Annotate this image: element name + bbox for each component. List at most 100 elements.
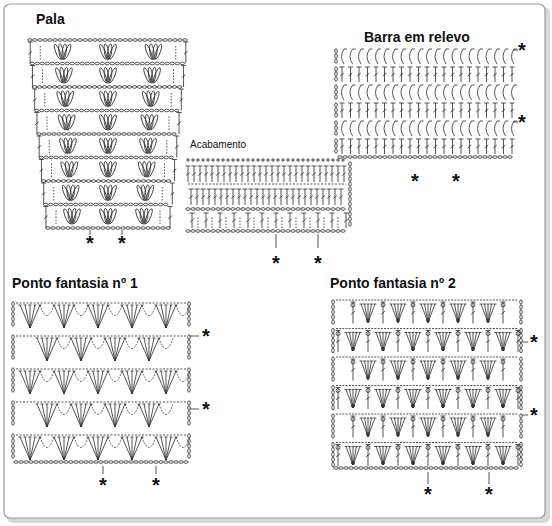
stitch-line	[382, 446, 385, 447]
stitch-line	[70, 338, 73, 339]
chain-stitch	[87, 86, 91, 89]
stitch-line	[127, 305, 132, 328]
chain-stitch	[494, 467, 498, 470]
stitch-line	[336, 173, 340, 176]
stitch-line	[502, 73, 506, 76]
chain-stitch	[155, 62, 159, 65]
chain-stitch	[188, 411, 191, 415]
stitch-line	[273, 196, 277, 199]
stitch-line	[339, 189, 344, 190]
chain-stitch	[196, 208, 200, 211]
stitch-line	[387, 85, 390, 86]
chain-stitch	[131, 180, 135, 183]
stitch-line	[16, 303, 186, 304]
chain-stitch	[335, 95, 338, 99]
stitch-line	[397, 418, 400, 419]
chain-stitch	[332, 372, 335, 376]
picot-stitch	[381, 347, 384, 350]
chain-stitch	[95, 109, 99, 112]
stitch-line	[166, 371, 171, 394]
stitch-line	[366, 109, 370, 112]
stitch-line	[20, 371, 30, 394]
stitch-line	[385, 332, 388, 333]
stitch-line	[353, 49, 356, 50]
stitch-line	[204, 219, 208, 222]
chain-stitch	[335, 90, 338, 94]
picot-stitch	[336, 389, 340, 393]
stitch-line	[30, 371, 35, 394]
chain-stitch	[336, 208, 340, 211]
chain-stitch	[291, 208, 295, 211]
stitch-line	[411, 425, 415, 428]
stitch-line	[115, 404, 125, 427]
stitch-line	[64, 305, 74, 328]
stitch-line	[276, 166, 281, 167]
stitch-line	[210, 173, 214, 176]
stitch-line	[234, 173, 238, 176]
stitch-line	[294, 166, 299, 167]
stitch-line	[298, 158, 299, 162]
stitch-line	[189, 189, 194, 190]
stitch-line	[400, 145, 404, 148]
chain-stitch	[101, 227, 105, 230]
chain-stitch	[147, 133, 151, 136]
stitch-line	[276, 173, 280, 176]
puff-stitch	[147, 138, 153, 154]
stitch-line	[170, 437, 173, 438]
chain-stitch	[191, 230, 195, 233]
stitch-line	[330, 173, 334, 176]
chain-stitch	[419, 467, 423, 470]
puff-stitch	[107, 138, 113, 154]
stitch-line	[212, 216, 213, 228]
stitch-line	[501, 67, 506, 68]
chain-arch	[142, 437, 156, 448]
stitch-line	[58, 371, 61, 372]
stitch-line	[345, 332, 348, 333]
chain-stitch	[384, 467, 388, 470]
puff-stitch	[108, 208, 118, 224]
stitch-line	[30, 437, 35, 460]
chain-stitch	[64, 156, 68, 159]
chain-stitch	[349, 192, 352, 196]
chain-stitch	[162, 86, 166, 89]
chain-stitch	[433, 156, 437, 159]
stitch-line	[370, 49, 373, 50]
chain-stitch	[398, 156, 402, 159]
stitch-line	[390, 418, 393, 419]
stitch-line	[453, 418, 456, 419]
stitch-line	[438, 85, 441, 86]
stitch-line	[24, 305, 27, 306]
stitch-line	[381, 359, 386, 360]
puff-stitch	[66, 138, 72, 154]
stitch-line	[297, 189, 302, 190]
stitch-line	[166, 437, 171, 460]
puff-stitch	[72, 208, 82, 224]
stitch-line	[193, 158, 194, 162]
stitch-line	[460, 418, 463, 419]
chain-stitch	[77, 86, 81, 89]
chain-stitch	[178, 39, 182, 42]
chain-stitch	[139, 156, 143, 159]
stitch-line	[399, 139, 404, 140]
chain-stitch	[186, 230, 190, 233]
stitch-line	[467, 67, 472, 68]
chain-stitch	[135, 62, 139, 65]
chain-stitch	[256, 208, 260, 211]
stitch-line	[330, 219, 334, 222]
relief-stitch	[478, 85, 481, 100]
chain-stitch	[115, 62, 119, 65]
picot-stitch	[351, 404, 354, 407]
relief-stitch	[495, 121, 498, 136]
puff-stitch	[136, 185, 146, 201]
chain-stitch	[335, 126, 338, 130]
chain-stitch	[162, 133, 166, 136]
chain-stitch	[175, 109, 179, 112]
relief-stitch	[367, 49, 370, 64]
stitch-line	[404, 361, 407, 362]
stitch-line	[249, 196, 253, 199]
stitch-line	[395, 49, 398, 50]
chain-stitch	[74, 203, 78, 206]
chain-stitch	[335, 113, 338, 117]
chain-stitch	[509, 467, 513, 470]
chain-stitch	[66, 227, 70, 230]
